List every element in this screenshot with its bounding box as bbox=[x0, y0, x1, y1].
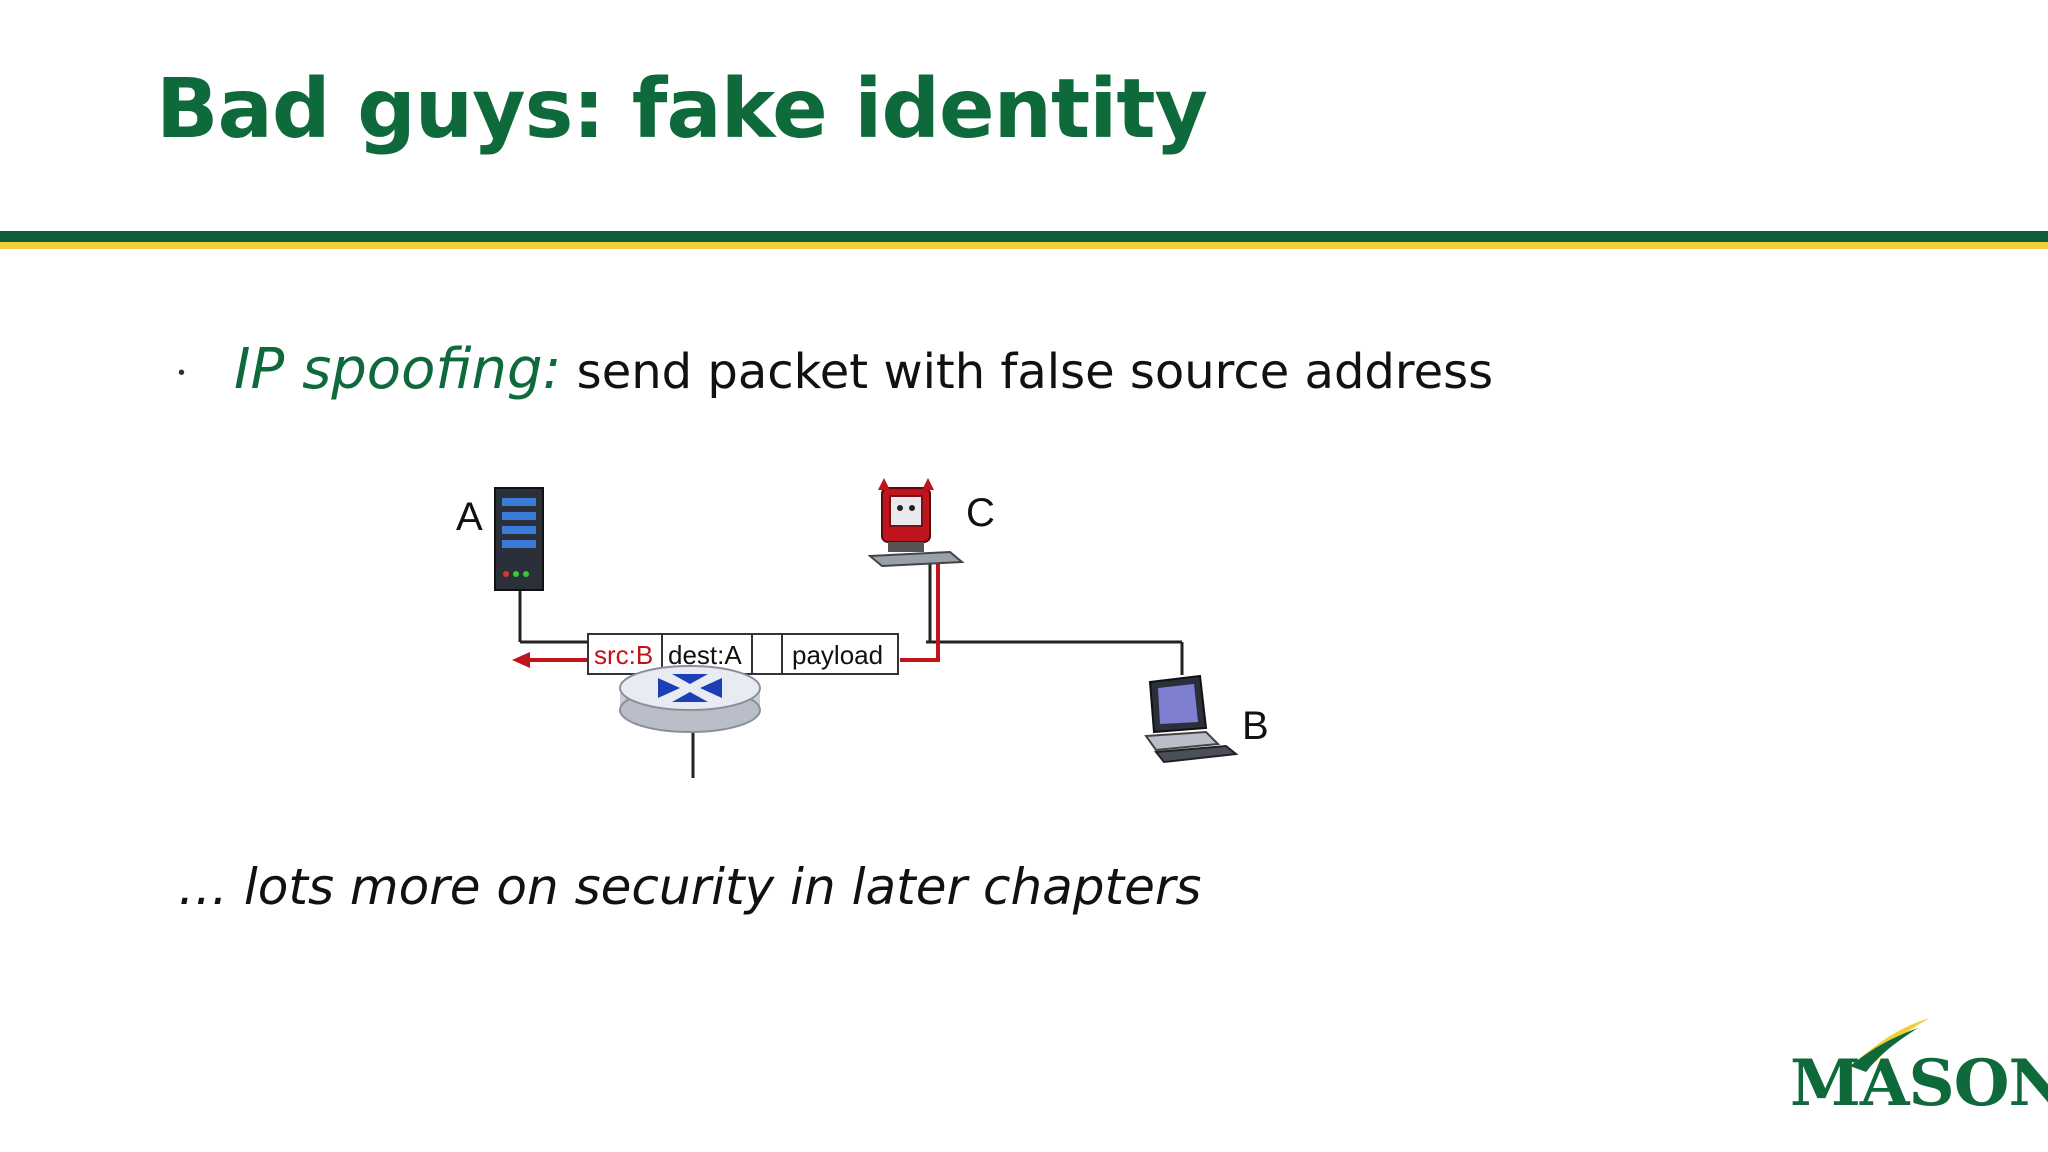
bullet-term: IP spoofing: bbox=[234, 337, 562, 402]
footnote: … lots more on security in later chapter… bbox=[178, 858, 1202, 916]
workstation-icon bbox=[1144, 674, 1239, 764]
bullet-text: send packet with false source address bbox=[561, 344, 1494, 400]
bullet-item: IP spoofing: send packet with false sour… bbox=[178, 337, 1493, 402]
bullet-marker: • bbox=[178, 362, 186, 384]
packet-src: src:B bbox=[594, 640, 653, 670]
attacker-computer-icon bbox=[867, 478, 965, 568]
packet-payload: payload bbox=[792, 640, 883, 670]
host-a-label: A bbox=[456, 495, 483, 539]
header-rule-gold bbox=[0, 242, 2048, 249]
mason-logo: MASON bbox=[1790, 1000, 2048, 1121]
logo-swoosh bbox=[1850, 1018, 1930, 1072]
packet-dest: dest:A bbox=[668, 640, 742, 670]
router-icon bbox=[619, 665, 761, 733]
header-rule-green bbox=[0, 231, 2048, 242]
host-c-label: C bbox=[966, 491, 995, 535]
slide-title: Bad guys: fake identity bbox=[156, 62, 1208, 157]
arrow-left-icon bbox=[512, 652, 530, 668]
server-icon bbox=[494, 487, 544, 591]
packet: src:B dest:A payload bbox=[587, 633, 899, 675]
attack-path-red bbox=[900, 560, 940, 662]
host-b-label: B bbox=[1242, 704, 1269, 748]
logo-text: MASON bbox=[1790, 1046, 2048, 1121]
ip-spoofing-diagram: src:B dest:A payload A bbox=[456, 478, 1269, 778]
